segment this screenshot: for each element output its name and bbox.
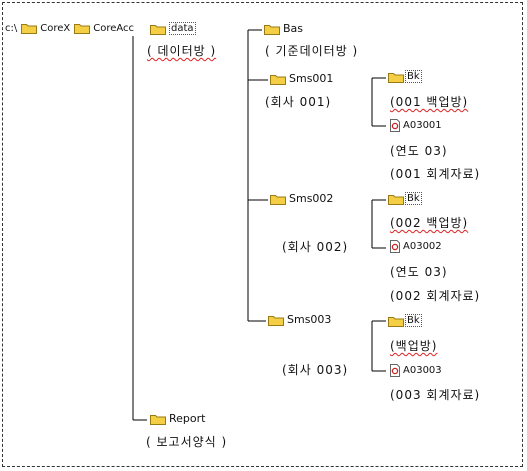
sms002-note: (회사 002) — [282, 240, 349, 254]
folder-icon — [270, 193, 286, 205]
folder-icon — [74, 22, 91, 34]
folder-data: data — [150, 22, 196, 35]
sms003-label: Sms003 — [287, 313, 332, 326]
folder-sms002: Sms002 — [270, 192, 333, 205]
document-icon — [390, 119, 400, 132]
folder-icon — [150, 23, 166, 35]
folder-report: Report — [150, 412, 205, 425]
folder-icon — [264, 23, 280, 35]
file-a03001: A03001 — [390, 119, 442, 132]
document-icon — [390, 364, 400, 377]
bas-label: Bas — [283, 22, 304, 35]
file-a03003: A03003 — [390, 364, 442, 377]
bk-label: Bk — [405, 70, 422, 83]
root-path: c:\ CoreX CoreAcc — [5, 22, 134, 34]
bk-label: Bk — [405, 192, 422, 205]
file-003-note-1: (003 회계자료) — [390, 388, 481, 402]
folder-sms003: Sms003 — [268, 313, 331, 326]
file-001-note-1: (연도 03) — [390, 144, 448, 158]
file-001-note-2: (001 회계자료) — [390, 167, 481, 181]
file-label: A03001 — [403, 120, 442, 131]
report-note: ( 보고서양식 ) — [146, 435, 228, 449]
folder-bk-002: Bk — [388, 192, 422, 205]
folder-icon — [270, 73, 286, 85]
file-002-note-2: (002 회계자료) — [390, 289, 481, 303]
folder-icon — [21, 22, 38, 34]
folder-bk-001: Bk — [388, 70, 422, 83]
file-label: A03002 — [403, 241, 442, 252]
sms002-label: Sms002 — [289, 192, 334, 205]
bk-002-note: (002 백업방) — [390, 216, 469, 230]
corex-label: CoreX — [40, 22, 71, 34]
coreacc-label: CoreAcc — [93, 22, 135, 34]
file-a03002: A03002 — [390, 240, 442, 253]
folder-icon — [150, 413, 166, 425]
report-label: Report — [169, 412, 206, 425]
folder-icon — [388, 315, 404, 327]
data-label: data — [169, 22, 196, 35]
file-002-note-1: (연도 03) — [390, 265, 448, 279]
file-label: A03003 — [403, 365, 442, 376]
sms001-note: (회사 001) — [265, 95, 332, 109]
folder-bk-003: Bk — [388, 314, 422, 327]
folder-icon — [388, 193, 404, 205]
folder-icon — [388, 71, 404, 83]
bk-003-note: (백업방) — [390, 339, 438, 353]
folder-icon — [268, 314, 284, 326]
bas-note: ( 기준데이터방 ) — [265, 44, 359, 58]
document-icon — [390, 240, 400, 253]
bk-label: Bk — [405, 314, 422, 327]
sms003-note: (회사 003) — [282, 363, 349, 377]
folder-bas: Bas — [264, 22, 303, 35]
data-note: ( 데이터방 ) — [147, 44, 217, 58]
drive-label: c:\ — [5, 22, 18, 34]
sms001-label: Sms001 — [289, 72, 334, 85]
bk-001-note: (001 백업방) — [390, 95, 469, 109]
dashed-frame — [2, 2, 523, 467]
folder-sms001: Sms001 — [270, 72, 333, 85]
